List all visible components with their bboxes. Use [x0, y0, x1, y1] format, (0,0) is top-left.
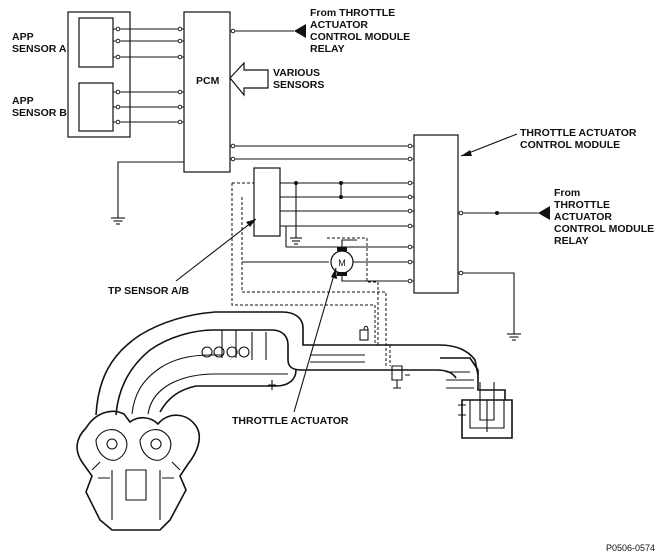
inner-dash: [241, 197, 387, 366]
tac-module-leader: [460, 133, 518, 157]
tac-module-box: [413, 134, 459, 294]
throttle-body-enclosure: [231, 182, 391, 366]
throttle-body-right: [440, 357, 513, 439]
pcm-box: [183, 11, 231, 173]
tp-sensor-label: TP SENSOR A/B: [108, 285, 190, 297]
figure-code: P0506-0574: [606, 543, 655, 553]
tp-sensor-leader: [175, 218, 257, 282]
throttle-motor: M: [242, 239, 414, 284]
tp-sensor-box: [253, 167, 281, 237]
motor-label: M: [338, 258, 346, 268]
engine-block: [76, 410, 201, 531]
labels: APP SENSOR A APP SENSOR B PCM VARIOUS SE…: [12, 7, 657, 553]
app-sensor-a-box: [78, 17, 114, 68]
tac-module-label: THROTTLE ACTUATOR CONTROL MODULE: [520, 127, 639, 151]
various-sensors-label: VARIOUS SENSORS: [273, 67, 324, 91]
app-sensor-b-box: [78, 82, 114, 132]
from-relay-right-label: From THROTTLE ACTUATOR CONTROL MODULE RE…: [554, 187, 657, 247]
pcm-to-tac-wires: [230, 143, 414, 162]
app-to-pcm-wires: [113, 26, 184, 125]
tac-ground: [458, 270, 521, 341]
app-sensor-a-label: APP SENSOR A: [12, 31, 67, 55]
pcm-label: PCM: [196, 75, 220, 87]
app-sensor-b-label: APP SENSOR B: [12, 95, 67, 119]
relay-input-right: [458, 206, 550, 220]
throttle-actuator-leader: [293, 267, 337, 413]
from-relay-top-label: From THROTTLE ACTUATOR CONTROL MODULE RE…: [310, 7, 413, 55]
various-sensors-arrow: [229, 61, 269, 97]
tp-sensor-wires: [280, 180, 414, 250]
pcm-ground: [111, 161, 184, 225]
throttle-actuator-label: THROTTLE ACTUATOR: [232, 415, 349, 427]
intake-manifold: [95, 311, 479, 416]
relay-input-top: [230, 24, 306, 38]
app-sensor-housing: [67, 11, 131, 138]
